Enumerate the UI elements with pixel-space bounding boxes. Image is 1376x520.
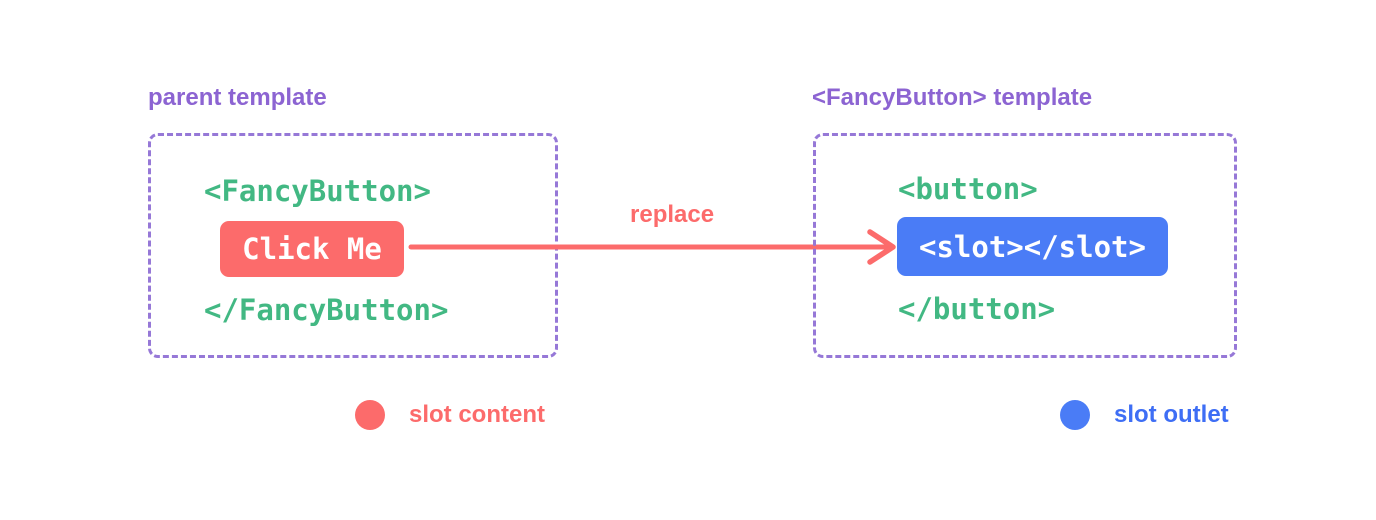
replace-arrow: [408, 229, 896, 265]
parent-template-label: parent template: [148, 84, 327, 111]
legend-slot-outlet: slot outlet: [1060, 400, 1229, 430]
fancybutton-open-tag: <FancyButton>: [204, 174, 431, 208]
fancybutton-template-box: [813, 133, 1237, 358]
replace-label: replace: [630, 201, 715, 228]
slot-content-marker: [355, 400, 385, 430]
fancybutton-template-label: <FancyButton> template: [812, 84, 1093, 111]
slot-outlet-marker: [1060, 400, 1090, 430]
fancybutton-close-tag: </FancyButton>: [204, 293, 449, 327]
slot-outlet-label: slot outlet: [1114, 401, 1229, 428]
legend-slot-content: slot content: [355, 400, 545, 430]
slot-outlet-box: <slot></slot>: [897, 217, 1168, 276]
slot-content-label: slot content: [409, 401, 545, 428]
click-me-button: Click Me: [220, 221, 404, 277]
button-open-tag: <button>: [898, 172, 1038, 206]
button-close-tag: </button>: [898, 292, 1056, 326]
